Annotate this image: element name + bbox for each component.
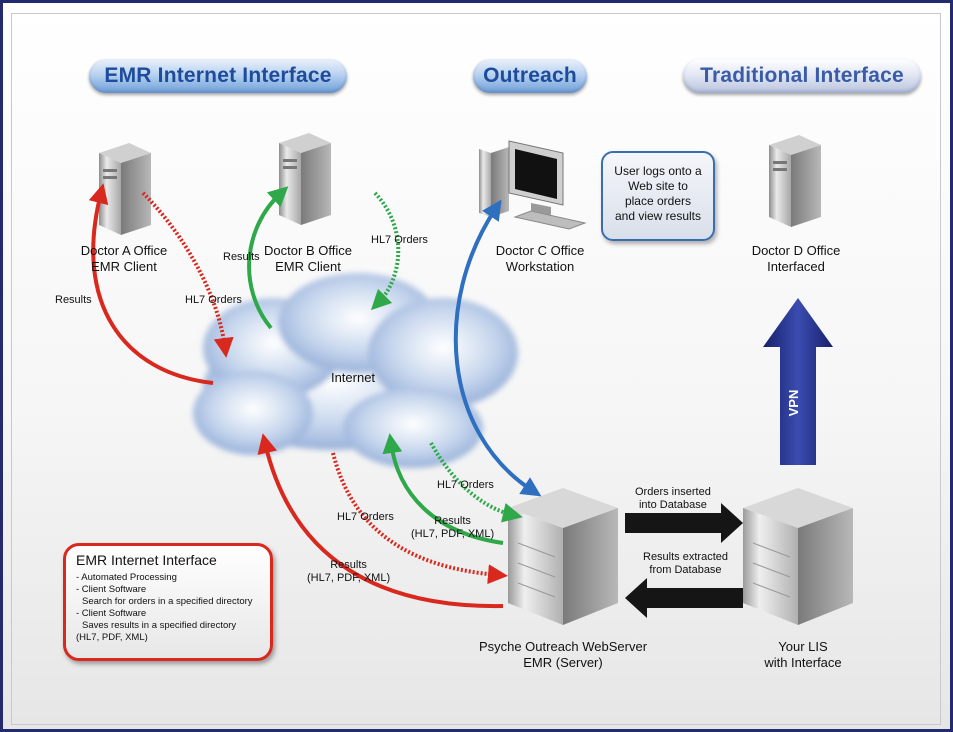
- orders-inserted-label: Orders inserted into Database: [635, 486, 711, 511]
- results-arrow-bottom: [257, 433, 504, 609]
- doctor-a-computer-icon: [99, 143, 151, 235]
- results-extracted-arrow: [625, 578, 743, 618]
- hl7-orders-label-a: HL7 Orders: [185, 294, 242, 306]
- results-label-a: Results: [55, 294, 92, 306]
- doctor-d-computer-icon: [769, 135, 821, 227]
- vpn-label: VPN: [786, 390, 801, 417]
- results-extracted-label: Results extracted from Database: [643, 551, 728, 576]
- legend-item: Saves results in a specified directory: [82, 620, 237, 631]
- header-emr-internet-interface: EMR Internet Interface: [89, 59, 347, 93]
- vpn-arrow: VPN: [763, 298, 833, 465]
- legend-item: Search for orders in a specified directo…: [82, 596, 253, 607]
- results-label-server-top: Results (HL7, PDF, XML): [411, 515, 495, 540]
- web-access-arrow: [453, 199, 542, 497]
- results-arrow-b: [247, 186, 289, 330]
- orders-inserted-arrow: [625, 503, 743, 543]
- hl7-orders-label-server-bottom: HL7 Orders: [337, 511, 394, 523]
- hl7-orders-arrow-bottom: [331, 452, 508, 585]
- results-label-b: Results: [223, 251, 260, 263]
- internet-label: Internet: [330, 370, 376, 385]
- legend-item: - Automated Processing: [76, 572, 177, 583]
- legend-item: - Client Software: [76, 584, 147, 595]
- header-traditional-interface: Traditional Interface: [683, 59, 921, 93]
- hl7-orders-label-b: HL7 Orders: [371, 234, 428, 246]
- doctor-c-workstation-icon: [479, 140, 587, 230]
- legend-item: (HL7, PDF, XML): [76, 632, 148, 643]
- diagram-canvas: VPN: [88, 133, 853, 625]
- outreach-callout: User logs onto a Web site to place order…: [601, 151, 715, 241]
- inner-border: [11, 13, 941, 725]
- hl7-orders-arrow-b: [370, 191, 401, 311]
- emr-interface-legend: EMR Internet Interface - Automated Proce…: [63, 543, 273, 661]
- webserver-icon: [508, 488, 618, 625]
- header-outreach: Outreach: [473, 59, 587, 93]
- results-arrow-a: [88, 183, 214, 385]
- legend-title: EMR Internet Interface: [76, 552, 217, 568]
- results-arrow-server-top: [382, 433, 504, 545]
- hl7-orders-label-server-top: HL7 Orders: [437, 479, 494, 491]
- legend-item: - Client Software: [76, 608, 147, 619]
- internet-cloud: [193, 273, 518, 468]
- doctor-b-computer-icon: [279, 133, 331, 225]
- hl7-orders-arrow-server-top: [429, 442, 523, 523]
- results-label-server-bottom: Results (HL7, PDF, XML): [307, 559, 391, 584]
- lis-server-icon: [743, 488, 853, 625]
- hl7-orders-arrow-a: [141, 191, 234, 358]
